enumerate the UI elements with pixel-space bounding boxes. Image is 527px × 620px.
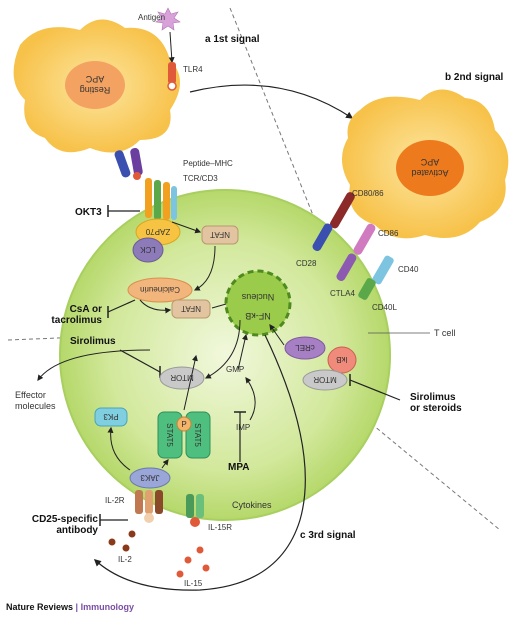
resting-apc-nucleus xyxy=(65,61,125,109)
cd86-label: CD86 xyxy=(378,229,399,238)
nfkb-label: NF-κB xyxy=(245,311,271,321)
sirolimus-label: Sirolimus xyxy=(70,336,116,347)
stat5-a-node xyxy=(157,411,183,459)
jak3-label: JAK3 xyxy=(140,473,160,482)
tcr-complex-icon xyxy=(114,147,177,220)
nfat-top-label: NFAT xyxy=(210,230,230,239)
zap70-to-nfat-arrow xyxy=(171,221,202,234)
nucleus: Nucleus NF-κB xyxy=(224,269,292,337)
stat5-to-mtor-arrow xyxy=(183,354,198,411)
cytokines-label: Cytokines xyxy=(232,500,272,510)
peptide-mhc-label: Peptide–MHC xyxy=(183,159,233,168)
resting-apc-label: RestingAPC xyxy=(80,74,111,95)
activation-arrow xyxy=(189,84,354,119)
jak3-to-pk3-arrow xyxy=(107,426,131,471)
il15r-label: IL-15R xyxy=(208,523,232,532)
il15r-receptor-icon xyxy=(186,494,204,527)
gmp-to-nucleus-arrow xyxy=(237,333,248,371)
cd80-86-receptor-icon xyxy=(312,192,355,252)
okt3-label: OKT3 xyxy=(75,207,102,218)
antigen-label: Antigen xyxy=(138,13,165,22)
mtor-left-label: MTOR xyxy=(170,373,194,382)
mtor-left-node xyxy=(159,366,205,390)
crel-to-nucleus-arrow xyxy=(269,324,285,346)
t-cell xyxy=(59,189,391,521)
pk3-node xyxy=(94,407,128,427)
cd40-receptor-icon xyxy=(358,255,394,300)
ikb-node xyxy=(327,346,357,374)
calcineurin-label: Calcineurin xyxy=(140,285,180,294)
calcineurin-to-nfat-arrow xyxy=(139,299,172,314)
t-cell-label: T cell xyxy=(434,328,455,338)
stat5-b-node xyxy=(185,411,211,459)
il2-label: IL-2 xyxy=(118,555,132,564)
lck-label: LCK xyxy=(140,245,156,254)
sirolimus-inhibit-line xyxy=(119,349,161,373)
cytokines-arrow xyxy=(93,334,306,591)
nfat-bottom-label: NFAT xyxy=(181,304,201,313)
divider-a-b xyxy=(229,7,328,251)
second-signal-label: b 2nd signal xyxy=(445,72,504,83)
nucleus-to-mtor-arrow xyxy=(204,319,241,379)
cd40l-label: CD40L xyxy=(372,303,397,312)
il2-molecules xyxy=(108,530,136,552)
phospho-label: P xyxy=(181,420,186,429)
mtor-right-node xyxy=(302,369,348,391)
stat5-a-label: STAT5 xyxy=(165,423,174,447)
lck-node xyxy=(132,237,164,263)
cd80-86-label: CD80/86 xyxy=(352,189,384,198)
cd28-label: CD28 xyxy=(296,259,317,268)
mpa-label: MPA xyxy=(228,462,249,473)
nfat-to-calcineurin-arrow xyxy=(193,245,216,291)
zap70-label: ZAP70 xyxy=(145,227,170,236)
third-signal-label: c 3rd signal xyxy=(300,530,356,541)
tlr4-receptor-icon xyxy=(167,62,177,91)
jak3-node xyxy=(129,467,171,489)
tcr-cd3-label: TCR/CD3 xyxy=(183,174,218,183)
crel-node xyxy=(284,336,326,360)
imp-label: IMP xyxy=(236,423,250,432)
il15-label: IL-15 xyxy=(184,579,203,588)
pk3-label: PK3 xyxy=(103,412,119,421)
sirolimus-steroids-inhibit-line xyxy=(349,379,401,401)
first-signal-label: a 1st signal xyxy=(205,34,260,45)
imp-to-gmp-arrow xyxy=(245,377,256,421)
antigen-star-icon xyxy=(155,7,181,31)
resting-apc: RestingAPC xyxy=(13,19,181,153)
mtor-right-label: MTOR xyxy=(313,375,337,384)
nucleus-label: Nucleus xyxy=(241,292,274,302)
jak3-to-stat5-arrow xyxy=(161,459,169,469)
ctla4-label: CTLA4 xyxy=(330,289,355,298)
antigen-to-tlr4-arrow xyxy=(168,31,175,64)
tlr4-label: TLR4 xyxy=(183,65,203,74)
csa-inhibit-line xyxy=(107,299,136,313)
gmp-label: GMP xyxy=(226,365,244,374)
il15-molecules xyxy=(176,546,210,578)
cd40-label: CD40 xyxy=(398,265,419,274)
stat5-b-label: STAT5 xyxy=(193,423,202,447)
footer-journal: Nature Reviews | Immunology xyxy=(6,602,134,612)
activated-apc-label: ActivatedAPC xyxy=(411,157,448,178)
cd86-receptor-icon xyxy=(336,223,376,282)
effector-arrow xyxy=(37,349,151,381)
nfat-top-node xyxy=(201,225,239,245)
crel-label: cREL xyxy=(295,343,315,352)
activated-apc: ActivatedAPC xyxy=(341,89,509,239)
phospho-node xyxy=(176,416,192,432)
calcineurin-node xyxy=(127,277,193,303)
il2r-label: IL-2R xyxy=(105,496,125,505)
activated-apc-nucleus xyxy=(396,140,464,196)
ikb-label: IκB xyxy=(336,355,348,364)
il2r-receptor-icon xyxy=(135,490,163,523)
nfat-bottom-node xyxy=(171,299,211,319)
